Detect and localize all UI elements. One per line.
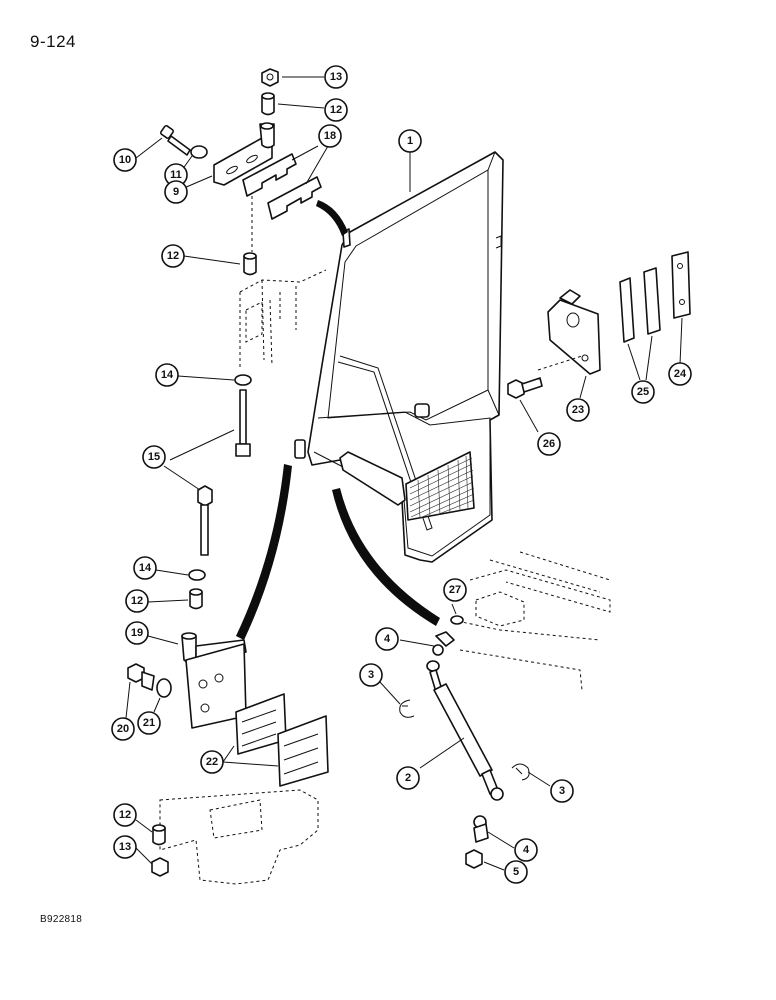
- bolt-20: [127, 663, 155, 691]
- bolt-15-lower: [197, 485, 213, 556]
- spacer-top: [261, 92, 275, 116]
- washer-11: [190, 145, 208, 159]
- callout-3-left: 3: [359, 663, 383, 687]
- svg-text:25: 25: [637, 386, 649, 398]
- washer-21: [156, 678, 172, 698]
- svg-text:9: 9: [173, 186, 179, 198]
- svg-text:3: 3: [368, 669, 374, 681]
- svg-text:3: 3: [559, 785, 565, 797]
- leader-lines: [125, 76, 683, 871]
- svg-text:27: 27: [449, 584, 461, 596]
- svg-text:12: 12: [330, 104, 342, 116]
- striker-23: [547, 289, 601, 375]
- washer-14-bottom: [188, 569, 206, 581]
- callout-14-bottom: 14: [133, 556, 157, 580]
- svg-text:5: 5: [513, 866, 519, 878]
- svg-text:13: 13: [330, 71, 342, 83]
- svg-text:1: 1: [407, 135, 413, 147]
- svg-text:10: 10: [119, 154, 131, 166]
- callout-19: 19: [125, 621, 149, 645]
- door-frame: [294, 151, 504, 563]
- svg-text:20: 20: [117, 723, 129, 735]
- callout-12-lower: 12: [125, 589, 149, 613]
- callout-14-top: 14: [155, 363, 179, 387]
- nut-5: [465, 849, 483, 869]
- svg-text:14: 14: [139, 562, 152, 574]
- svg-text:18: 18: [324, 130, 336, 142]
- callout-15: 15: [142, 445, 166, 469]
- ring-27: [450, 615, 464, 625]
- ball-stud-4-lower: [473, 815, 489, 843]
- nut-bottom: [151, 857, 169, 877]
- spacer-middle: [243, 252, 257, 276]
- nut-top: [261, 68, 279, 87]
- callout-3-right: 3: [550, 779, 574, 803]
- callout-18: 18: [318, 124, 342, 148]
- strut-mount-pointer: [332, 488, 440, 626]
- callout-10: 10: [113, 148, 137, 172]
- bolt-10: [160, 125, 191, 156]
- callout-9: 9: [164, 180, 188, 204]
- page-number: 9-124: [30, 32, 76, 51]
- svg-text:21: 21: [143, 717, 155, 729]
- spacer-bottom: [152, 824, 166, 846]
- svg-text:12: 12: [131, 595, 143, 607]
- callout-20: 20: [111, 717, 135, 741]
- spacer-lower: [189, 588, 203, 610]
- callout-21: 21: [137, 711, 161, 735]
- callout-26: 26: [537, 432, 561, 456]
- washer-14-top: [234, 374, 252, 386]
- callout-4-upper: 4: [375, 627, 399, 651]
- callout-22: 22: [200, 750, 224, 774]
- callout-13-top: 13: [324, 65, 348, 89]
- callout-4-lower: 4: [514, 838, 538, 862]
- callout-12-bottom: 12: [113, 803, 137, 827]
- top-hinge-pointer: [316, 200, 348, 236]
- callout-5: 5: [504, 860, 528, 884]
- clip-3-right: [511, 763, 530, 781]
- callout-12-top: 12: [324, 98, 348, 122]
- cab-body-lower: [159, 789, 319, 885]
- plate-24: [671, 251, 691, 319]
- callout-24: 24: [668, 362, 692, 386]
- hinge-plate-9: [213, 122, 275, 186]
- svg-text:19: 19: [131, 627, 143, 639]
- shims-22: [235, 693, 329, 787]
- ball-stud-4-upper: [432, 631, 455, 656]
- hinge-19: [181, 632, 247, 729]
- callout-27: 27: [443, 578, 467, 602]
- svg-text:11: 11: [170, 169, 182, 181]
- callout-25: 25: [631, 380, 655, 404]
- svg-text:22: 22: [206, 756, 218, 768]
- svg-text:2: 2: [405, 772, 411, 784]
- svg-text:15: 15: [148, 451, 160, 463]
- gas-strut: [426, 660, 504, 801]
- svg-text:4: 4: [384, 633, 391, 645]
- lower-hinge-pointer: [236, 464, 292, 640]
- svg-text:4: 4: [523, 844, 530, 856]
- bolt-26: [507, 377, 543, 399]
- callout-13-bottom: 13: [113, 835, 137, 859]
- shims-25: [619, 267, 661, 343]
- clip-3-left: [399, 699, 415, 718]
- svg-text:26: 26: [543, 438, 555, 450]
- svg-text:12: 12: [119, 809, 131, 821]
- bolt-15-upper: [235, 389, 251, 457]
- svg-text:13: 13: [119, 841, 131, 853]
- callout-12-middle: 12: [161, 244, 185, 268]
- svg-text:24: 24: [674, 368, 687, 380]
- shims-18: [242, 153, 322, 220]
- svg-text:12: 12: [167, 250, 179, 262]
- callout-23: 23: [566, 398, 590, 422]
- svg-text:14: 14: [161, 369, 174, 381]
- svg-text:23: 23: [572, 404, 584, 416]
- figure-code: B922818: [40, 914, 83, 925]
- callout-1: 1: [398, 129, 422, 153]
- cab-post-upper: [239, 269, 327, 370]
- cab-floor-frame: [451, 551, 611, 691]
- callout-2: 2: [396, 766, 420, 790]
